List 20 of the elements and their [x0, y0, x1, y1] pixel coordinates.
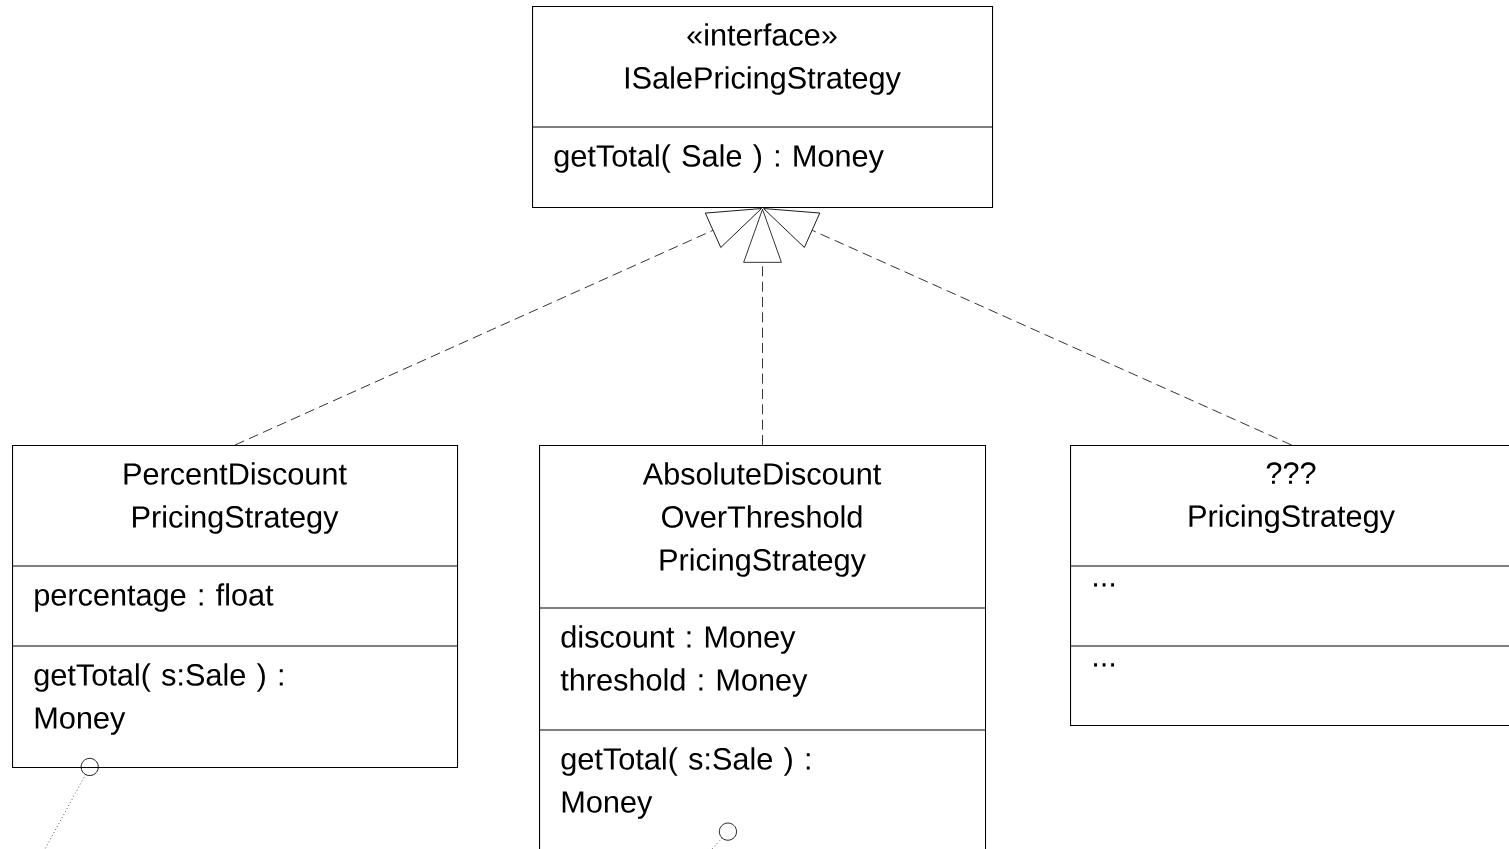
realization-arrow [743, 208, 782, 446]
class-name: PercentDiscount PricingStrategy [124, 462, 347, 534]
class-name: AbsoluteDiscount OverThreshold PricingStrategy [642, 462, 882, 577]
class-box [11, 445, 459, 769]
operation-list: getTotal( s:Sale ) : Money [34, 663, 283, 735]
class-box [531, 6, 994, 209]
operation-list: getTotal( s:Sale ) : Money [561, 747, 810, 819]
attribute-list: discount : Money threshold : Money [560, 625, 808, 697]
realization-arrow [234, 208, 762, 446]
attribute-list: ... [1094, 583, 1115, 587]
attribute-list: percentage : float [35, 583, 274, 612]
class-name: ??? PricingStrategy [1189, 462, 1395, 534]
dotted-line [44, 757, 99, 849]
class-box [1069, 445, 1509, 727]
operation-list: ... [1094, 663, 1115, 667]
dotted-line [711, 822, 737, 849]
class-box [538, 445, 987, 849]
realization-arrow [763, 208, 1292, 446]
class-name: «interface» ISalePricingStrategy [625, 23, 901, 95]
attribute-list: getTotal( Sale ) : Money [554, 144, 884, 173]
